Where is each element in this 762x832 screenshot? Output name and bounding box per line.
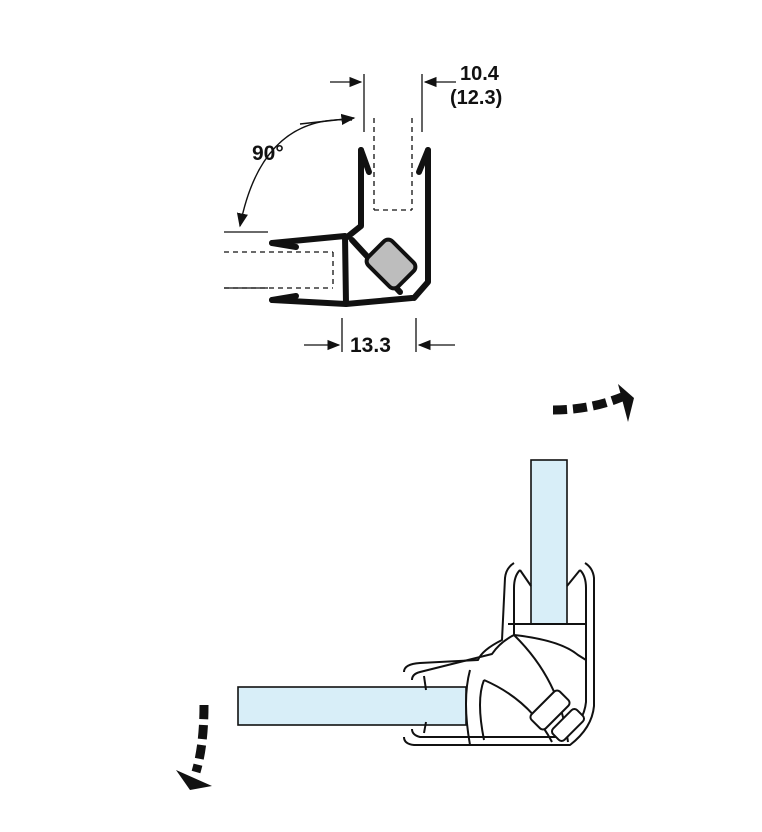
horizontal-glass-dashed	[224, 231, 334, 289]
dashed-curved-arrow-right-icon	[552, 384, 634, 422]
horizontal-glass-pane	[237, 686, 467, 726]
profile-width-dimension	[304, 318, 455, 352]
magnet-strips	[529, 689, 586, 743]
glass-thickness-alt-label: (12.3)	[450, 87, 502, 109]
vertical-glass-pane	[530, 459, 568, 625]
angle-label: 90°	[252, 142, 284, 165]
magnet	[364, 237, 418, 291]
angle-arc	[236, 113, 356, 228]
glass-thickness-label: 10.4	[460, 63, 500, 85]
installed-view	[176, 384, 634, 790]
dashed-curved-arrow-down-icon	[176, 704, 212, 790]
profile-width-label: 13.3	[350, 334, 391, 357]
cross-section-drawing: 10.4 (12.3) 90° 13.3	[224, 63, 502, 357]
vertical-glass-dashed	[363, 74, 423, 211]
